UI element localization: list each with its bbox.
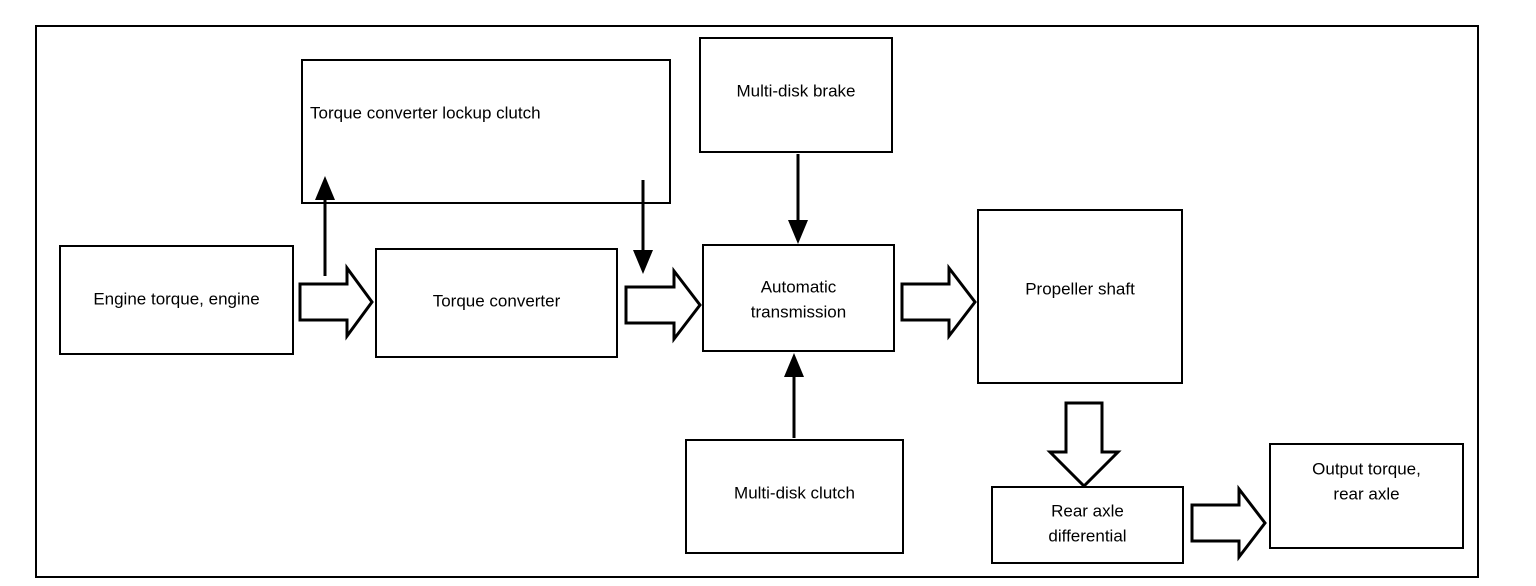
node-automatic-transmission[interactable]: Automatic transmission <box>702 244 895 352</box>
thin-arrow-multi-disk-brake-to-transmission <box>788 154 808 244</box>
node-output-torque-label-line1: Output torque, <box>1312 459 1421 478</box>
diagram-outer-frame <box>35 25 1479 578</box>
node-lockup-clutch-label: Torque converter lockup clutch <box>310 103 541 122</box>
node-automatic-transmission-label-line1: Automatic <box>761 277 837 296</box>
node-torque-converter[interactable]: Torque converter <box>375 248 618 358</box>
node-rear-axle-differential-label-line1: Rear axle <box>1051 501 1124 520</box>
node-propeller-shaft-box <box>977 209 1183 384</box>
node-torque-converter-box <box>375 248 618 358</box>
block-arrow-torque-converter-to-transmission <box>624 266 702 344</box>
node-multi-disk-brake-label: Multi-disk brake <box>736 81 855 100</box>
thin-arrow-engine-to-lockup-clutch <box>315 176 335 276</box>
node-engine-label: Engine torque, engine <box>93 289 259 308</box>
block-arrow-propeller-shaft-to-rear-axle <box>1046 401 1122 489</box>
node-multi-disk-brake-box <box>699 37 893 153</box>
node-engine[interactable]: Engine torque, engine <box>59 245 294 355</box>
block-arrow-transmission-to-propeller-shaft <box>900 263 977 341</box>
thin-arrow-lockup-clutch-to-transmission-path <box>633 180 653 274</box>
node-automatic-transmission-box <box>702 244 895 352</box>
node-rear-axle-differential-label-line2: differential <box>1048 526 1126 545</box>
node-propeller-shaft-label: Propeller shaft <box>1025 279 1135 298</box>
block-arrow-engine-to-torque-converter <box>298 263 374 341</box>
node-automatic-transmission-label-line2: transmission <box>751 302 846 321</box>
node-torque-converter-label: Torque converter <box>433 291 561 310</box>
node-lockup-clutch-box <box>301 59 671 204</box>
node-output-torque-label-line2: rear axle <box>1333 484 1399 503</box>
node-multi-disk-clutch-label: Multi-disk clutch <box>734 483 855 502</box>
node-multi-disk-clutch[interactable]: Multi-disk clutch <box>685 439 904 554</box>
thin-arrow-multi-disk-clutch-to-transmission <box>784 353 804 438</box>
node-multi-disk-brake[interactable]: Multi-disk brake <box>699 37 893 153</box>
block-arrow-rear-axle-to-output-torque <box>1190 484 1267 562</box>
node-engine-box <box>59 245 294 355</box>
node-rear-axle-differential-box <box>991 486 1184 564</box>
node-propeller-shaft[interactable]: Propeller shaft <box>977 209 1183 384</box>
node-lockup-clutch[interactable]: Torque converter lockup clutch <box>301 59 671 204</box>
node-output-torque[interactable]: Output torque, rear axle <box>1269 443 1464 549</box>
node-rear-axle-differential[interactable]: Rear axle differential <box>991 486 1184 564</box>
node-output-torque-box <box>1269 443 1464 549</box>
node-multi-disk-clutch-box <box>685 439 904 554</box>
